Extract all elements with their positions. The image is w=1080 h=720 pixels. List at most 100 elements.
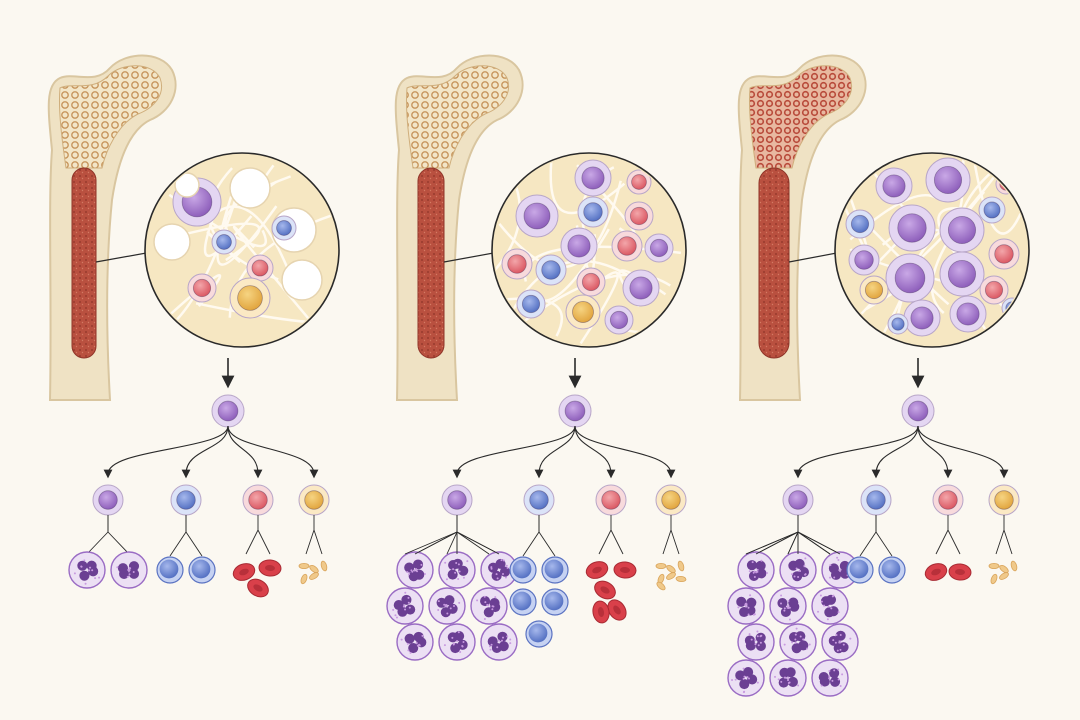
lineage-connector — [935, 515, 961, 555]
lymphocyte-icon — [156, 556, 184, 584]
progenitor-erythroid — [595, 484, 627, 516]
myeloid-cell — [925, 157, 971, 203]
lineage-connector — [859, 515, 877, 557]
red-blood-cell-icon — [258, 559, 282, 577]
red-blood-cell-icon — [924, 563, 948, 581]
lymphocyte-icon — [878, 556, 906, 584]
lineage-connector — [793, 425, 919, 479]
red-blood-cell-icon — [607, 599, 627, 621]
myeloid-cell — [644, 233, 674, 263]
fat-cell — [153, 223, 191, 261]
erythroid-cell — [979, 275, 1009, 305]
mega-cell — [565, 294, 601, 330]
red-blood-cell-icon — [592, 600, 610, 624]
granulocyte-icon — [779, 551, 817, 589]
progenitor-mega — [298, 484, 330, 516]
marrow-cavity — [758, 167, 790, 359]
platelet-icon — [999, 572, 1009, 580]
granulocyte-icon — [821, 623, 859, 661]
myeloid-cell — [939, 207, 985, 253]
lymphoid-cell — [271, 215, 297, 241]
myeloid-cell — [622, 269, 660, 307]
platelet-icon — [990, 573, 998, 585]
lineage-connector — [871, 425, 919, 479]
lineage-connector — [107, 515, 130, 555]
lymphocyte-icon — [541, 588, 569, 616]
lymphocyte-icon — [541, 556, 569, 584]
panel-reactive — [386, 54, 687, 661]
progenitor-lymphoid — [170, 484, 202, 516]
progenitor-erythroid — [932, 484, 964, 516]
lymphoid-cell — [978, 196, 1006, 224]
lineage-connector — [917, 425, 1009, 479]
lineage-tree — [386, 358, 687, 661]
lymphoid-cell — [887, 313, 909, 335]
granulocyte-icon — [727, 587, 765, 625]
lymphoid-cell — [516, 289, 546, 319]
lineage-connector — [534, 425, 576, 479]
lymphoid-cell — [577, 196, 609, 228]
red-blood-cell-icon — [585, 561, 609, 579]
myeloid-cell — [949, 295, 987, 333]
lineage-connector — [797, 515, 841, 555]
lineage-connector — [995, 515, 1013, 555]
platelet-icon — [309, 564, 319, 574]
lineage-connector — [103, 425, 229, 479]
lineage-connector — [86, 515, 109, 555]
lineage-connector — [185, 515, 203, 557]
red-blood-cell-icon — [247, 578, 269, 598]
magnified-marrow-view — [144, 152, 340, 348]
granulocyte-icon — [428, 587, 466, 625]
erythroid-cell — [187, 273, 217, 303]
myeloid-cell — [903, 299, 941, 337]
marrow-cavity — [71, 167, 97, 359]
granulocyte-icon — [470, 587, 508, 625]
erythroid-cell — [611, 230, 643, 262]
lineage-connector — [169, 515, 187, 557]
erythroid-cell — [624, 201, 654, 231]
red-blood-cell-icon — [232, 563, 256, 581]
platelet-icon — [298, 563, 310, 570]
lineage-connector — [456, 515, 500, 555]
lineage-connector — [662, 515, 680, 555]
stem-cell-icon — [211, 394, 245, 428]
leader-line — [443, 251, 500, 263]
femur-bone — [394, 54, 524, 401]
fat-cell — [229, 167, 271, 209]
magnified-marrow-view — [491, 152, 687, 348]
platelet-icon — [675, 575, 687, 583]
lineage-connector — [538, 515, 556, 557]
granulocyte-icon — [737, 623, 775, 661]
lineage-connector — [574, 425, 616, 479]
granulocyte-icon — [480, 551, 518, 589]
progenitor-mega — [655, 484, 687, 516]
lymphocyte-icon — [509, 556, 537, 584]
platelet-icon — [655, 563, 667, 570]
granulocyte-icon — [396, 623, 434, 661]
granulocyte-icon — [386, 587, 424, 625]
mega-cell — [229, 277, 271, 319]
progenitor-myeloid — [441, 484, 473, 516]
lymphoid-cell — [535, 254, 567, 286]
lineage-tree — [68, 358, 330, 598]
granulocyte-icon — [438, 551, 476, 589]
erythroid-cell — [501, 248, 533, 280]
lineage-connector — [305, 515, 323, 555]
granulocyte-icon — [811, 659, 849, 697]
lineage-connector — [797, 515, 841, 555]
lineage-connector — [522, 515, 540, 557]
lineage-tree — [727, 358, 1020, 697]
platelet-icon — [988, 563, 1000, 570]
granulocyte-icon — [480, 623, 518, 661]
granulocyte-icon — [769, 587, 807, 625]
magnified-marrow-view — [834, 152, 1030, 348]
lymphoid-cell — [211, 229, 237, 255]
granulocyte-icon — [396, 551, 434, 589]
femur-bone — [737, 54, 867, 401]
granulocyte-icon — [811, 587, 849, 625]
leader-line — [95, 251, 153, 263]
granulocyte-icon — [769, 659, 807, 697]
myeloid-cell — [560, 227, 598, 265]
lineage-connector — [452, 425, 576, 479]
